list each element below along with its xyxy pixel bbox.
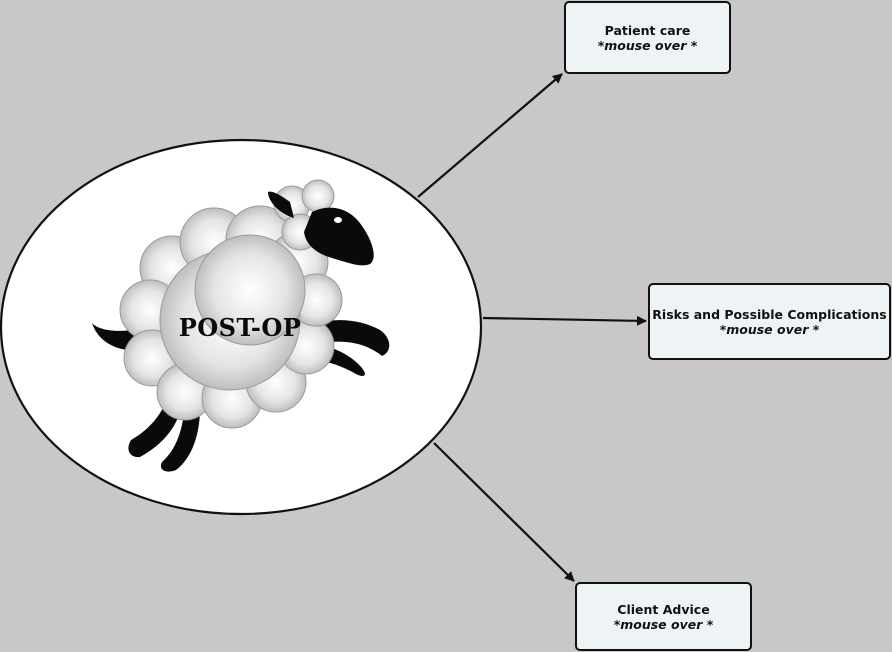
client-advice-hint-text: mouse over * [620, 616, 714, 632]
risks-title: Risks and Possible Complications [652, 306, 887, 322]
risks-hint: *mouse over * [720, 322, 820, 337]
patient-care-node[interactable]: Patient care *mouse over * [564, 1, 731, 74]
patient-care-hint-star: * [597, 37, 605, 53]
connector-to-patient-care [417, 73, 563, 198]
risks-hint-text: mouse over * [726, 321, 820, 337]
center-label: POST-OP [179, 313, 302, 342]
patient-care-title: Patient care [604, 22, 691, 38]
connector-to-risks [482, 315, 647, 326]
jumping-sheep-icon [92, 179, 390, 472]
client-advice-title: Client Advice [617, 601, 710, 617]
patient-care-hint-text: mouse over * [604, 37, 698, 53]
patient-care-hint: *mouse over * [598, 38, 698, 53]
client-advice-hint: *mouse over * [614, 617, 714, 632]
risks-node[interactable]: Risks and Possible Complications *mouse … [648, 283, 891, 360]
client-advice-hint-star: * [613, 616, 621, 632]
risks-hint-star: * [719, 321, 727, 337]
client-advice-node[interactable]: Client Advice *mouse over * [575, 582, 752, 651]
connector-to-client-advice [433, 442, 575, 582]
